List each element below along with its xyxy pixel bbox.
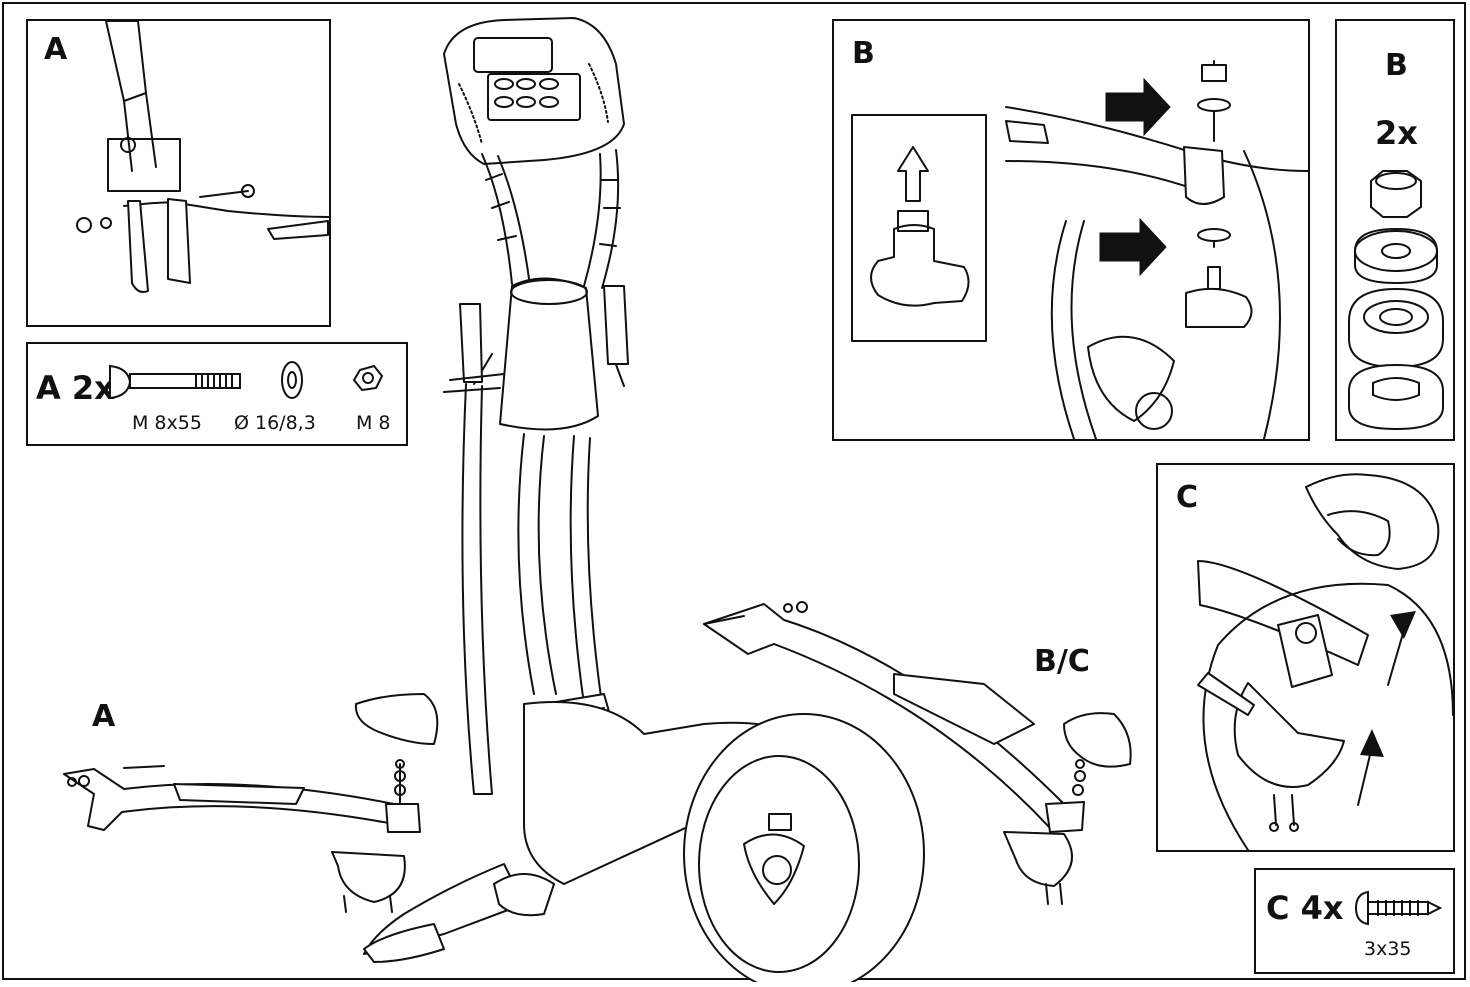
main-label-a: A	[92, 699, 116, 734]
panel-b-detail: B	[832, 19, 1310, 441]
panel-b-label: B	[852, 36, 875, 71]
bolt-icon	[109, 364, 241, 400]
panel-b-drawing	[851, 60, 1308, 439]
panel-c-parts: C 4x 3x35	[1254, 868, 1455, 974]
nut-icon	[1370, 170, 1422, 218]
washer-icon	[281, 361, 303, 399]
panel-a-detail: A	[26, 19, 331, 327]
panel-c-parts-title: C 4x	[1266, 889, 1344, 927]
nut-icon	[352, 364, 384, 392]
main-illustration	[63, 17, 1132, 982]
panel-a-label: A	[44, 32, 68, 67]
panel-b-parts: B 2x	[1335, 19, 1455, 441]
panel-c-drawing	[1197, 473, 1453, 850]
screw-size: 3x35	[1364, 938, 1412, 960]
screw-icon	[1354, 890, 1443, 926]
panel-a-drawing	[76, 21, 329, 293]
arrow-icon	[1099, 217, 1167, 277]
panel-a-parts: A 2x M 8x55 Ø 16/8,3 M 8	[26, 342, 408, 446]
bolt-size: M 8x55	[132, 412, 202, 434]
washer-icon	[1348, 287, 1444, 369]
panel-a-parts-title: A 2x	[36, 369, 115, 407]
arrow-icon	[1105, 77, 1171, 137]
console-display-icon	[443, 17, 625, 165]
main-label-bc: B/C	[1034, 644, 1090, 679]
panel-b-parts-label: B	[1385, 48, 1408, 83]
arrow-icon	[1390, 611, 1416, 639]
panel-b-parts-qty: 2x	[1375, 114, 1418, 152]
washer-size: Ø 16/8,3	[234, 412, 316, 434]
washer-icon	[1348, 363, 1444, 431]
arrow-icon	[1360, 729, 1384, 757]
panel-c-detail: C	[1156, 463, 1455, 852]
washer-icon	[1354, 227, 1438, 285]
panel-c-label: C	[1176, 480, 1199, 515]
nut-size: M 8	[356, 412, 391, 434]
